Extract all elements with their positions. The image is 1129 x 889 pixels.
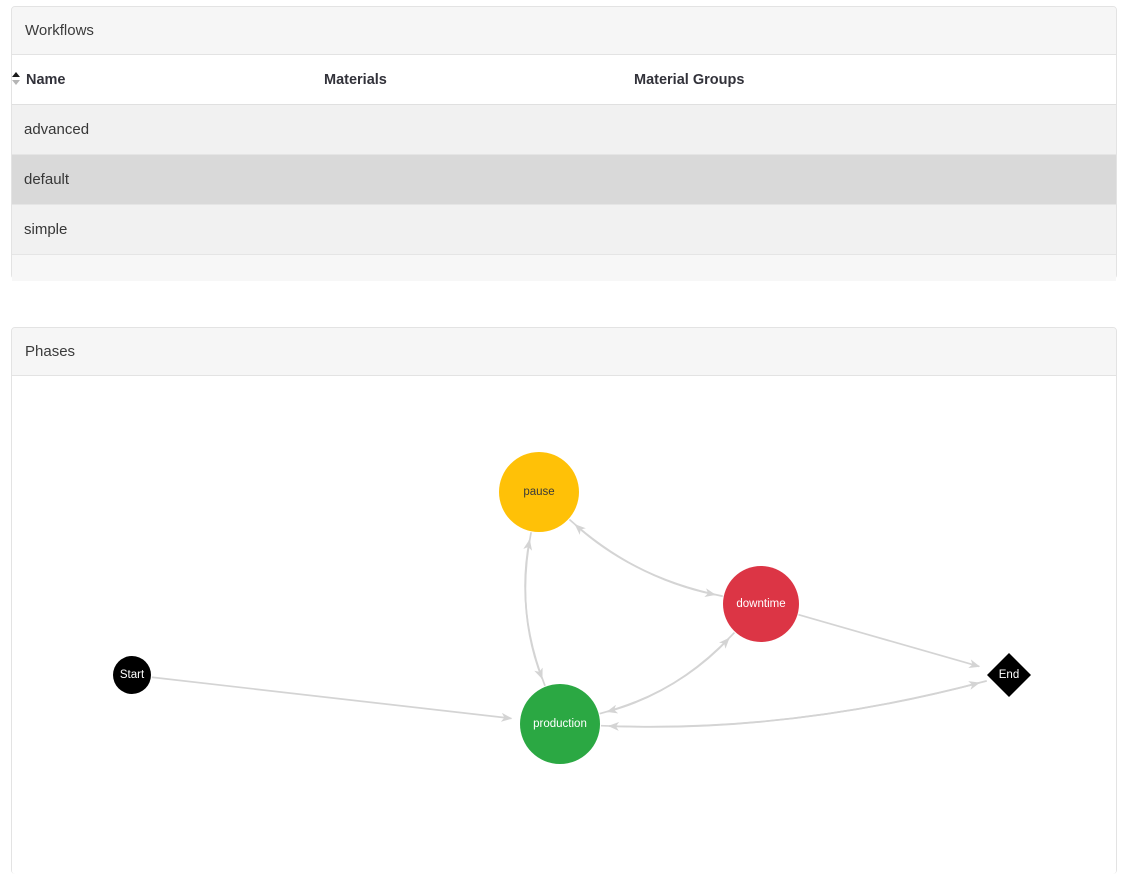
graph-edge-production-to-pause bbox=[523, 539, 546, 687]
cell-materials bbox=[324, 204, 634, 255]
graph-edge-production-to-end bbox=[600, 681, 980, 728]
workflows-header-row: Name Materials Material Groups bbox=[12, 55, 1116, 105]
cell-materials bbox=[324, 104, 634, 155]
graph-edge-end-to-production bbox=[607, 680, 987, 731]
cell-name: simple bbox=[12, 204, 324, 255]
footer-cell bbox=[634, 254, 1116, 281]
cell-material-groups bbox=[634, 154, 1116, 205]
graph-edge-downtime-to-production bbox=[606, 631, 736, 714]
graph-node-downtime[interactable] bbox=[723, 566, 799, 642]
graph-node-pause[interactable] bbox=[499, 452, 579, 532]
graph-edge-pause-to-downtime bbox=[568, 518, 716, 598]
table-row[interactable]: simple bbox=[12, 204, 1116, 255]
graph-node-end[interactable] bbox=[987, 653, 1031, 697]
workflows-panel-title: Workflows bbox=[12, 7, 1116, 55]
footer-cell bbox=[324, 254, 634, 281]
workflows-table: Name Materials Material Groups advanced bbox=[12, 55, 1116, 281]
column-header-material-groups[interactable]: Material Groups bbox=[634, 55, 1116, 105]
workflows-table-head: Name Materials Material Groups bbox=[12, 55, 1116, 105]
column-header-materials[interactable]: Materials bbox=[324, 55, 634, 105]
graph-node-production[interactable] bbox=[520, 684, 600, 764]
phases-panel-title: Phases bbox=[12, 328, 1116, 376]
graph-edges-layer bbox=[151, 518, 987, 731]
graph-node-start[interactable] bbox=[113, 656, 151, 694]
graph-edge-downtime-to-end bbox=[798, 613, 981, 669]
cell-material-groups bbox=[634, 104, 1116, 155]
table-row-selected[interactable]: default bbox=[12, 154, 1116, 205]
workflows-table-footer bbox=[12, 254, 1116, 281]
sort-ascending-icon[interactable] bbox=[12, 71, 21, 86]
phase-graph-svg bbox=[113, 452, 1031, 764]
graph-edge-start-to-production bbox=[151, 676, 513, 722]
footer-cell bbox=[12, 254, 324, 281]
column-header-name[interactable]: Name bbox=[12, 55, 324, 105]
graph-edge-production-to-downtime bbox=[599, 637, 730, 715]
cell-name: default bbox=[12, 154, 324, 205]
table-row[interactable]: advanced bbox=[12, 104, 1116, 155]
column-header-name-label: Name bbox=[26, 72, 66, 88]
graph-nodes-layer bbox=[113, 452, 1031, 764]
cell-materials bbox=[324, 154, 634, 205]
graph-edge-downtime-to-pause bbox=[574, 524, 723, 598]
cell-name: advanced bbox=[12, 104, 324, 155]
workflows-panel: Workflows Name Materials Material Groups bbox=[11, 6, 1117, 281]
cell-material-groups bbox=[634, 204, 1116, 255]
column-header-material-groups-label: Material Groups bbox=[634, 71, 745, 88]
column-header-materials-label: Materials bbox=[324, 71, 387, 88]
workflows-table-body: advanced default simple bbox=[12, 104, 1116, 281]
